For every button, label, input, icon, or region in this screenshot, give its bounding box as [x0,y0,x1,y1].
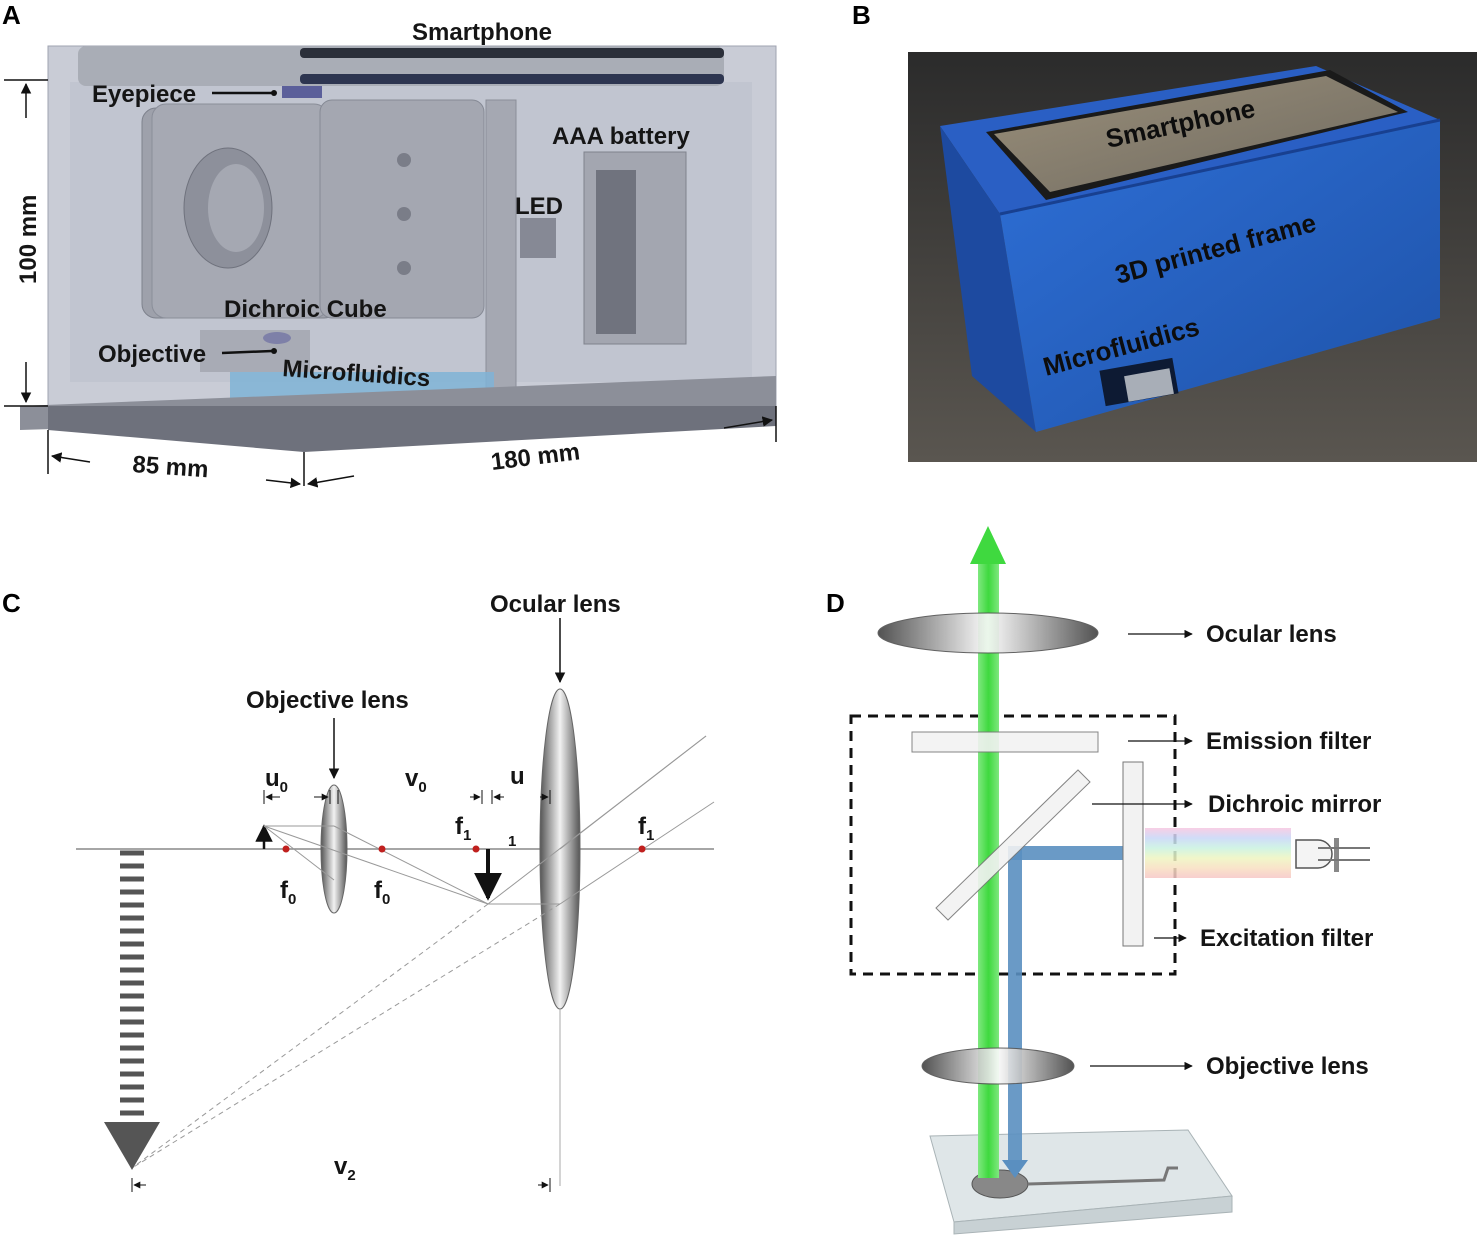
focal-point-f1-right [638,845,646,853]
objective-part [263,332,291,344]
label-dichroic-mirror: Dichroic mirror [1208,791,1381,818]
label-u0: u0 [265,765,288,796]
excitation-beam-arrowhead [1002,1160,1028,1178]
battery-cell [596,170,636,334]
label-excitation-filter: Excitation filter [1200,925,1373,952]
ray-lines [263,735,715,905]
panel-a: A Smartphone Eyepiece [2,0,777,489]
label-objective-lens-d: Objective lens [1206,1053,1369,1080]
led-post [485,99,517,391]
objective-leader [221,349,273,355]
dichroic-mirror-shape [935,769,1091,921]
panel-a-letter: A [2,0,21,30]
frame-left-face [940,126,1036,432]
label-dim-width: 180 mm [489,438,581,476]
dimension-arrows [133,793,549,1189]
label-f0-right: f0 [374,877,390,908]
label-smartphone: Smartphone [412,19,552,46]
eyepiece-part [282,86,322,98]
led-light-spectrum [1145,828,1291,878]
objective-lens-shape [320,784,348,914]
dim-depth-arrow-right [265,477,302,489]
focal-point-f0-left [282,845,290,853]
cube-hole [397,207,411,221]
excitation-filter-shape [1122,761,1144,947]
virtual-image-arrow [104,850,160,1170]
label-led: LED [515,193,563,220]
smartphone-edge [300,48,724,58]
panel-c-letter: C [2,588,21,618]
panel-d: D [826,526,1381,1235]
focal-point-f1-left [472,845,480,853]
microfluidics-chip-photo [1124,368,1174,402]
cube-port-inner [208,164,264,252]
label-f1-left: f1 [455,813,471,844]
ocular-lens-shape-d [877,612,1099,654]
label-u1-subscript: 1 [508,833,516,850]
excitation-beam-vertical [1008,846,1022,1164]
label-objective-lens: Objective lens [246,687,409,714]
label-dim-depth: 85 mm [132,451,210,483]
chip-side [953,1195,1233,1235]
focal-point-f0-right [378,845,386,853]
panel-c: C [2,588,715,1192]
dichroic-cube-outline [849,714,1177,976]
panel-b: B Smartphone 3D printed frame Microfluid… [852,0,1477,462]
smartphone-edge-lower [300,74,724,84]
led-icon [1295,838,1370,872]
label-pointers [1090,629,1193,1071]
label-v0: v0 [405,765,427,796]
chip-channel [1027,1166,1178,1186]
label-dichroic-cube: Dichroic Cube [224,296,387,323]
dimension-ticks [131,790,551,1192]
virtual-ray-lines [131,903,561,1169]
base-plate-side [48,406,776,452]
eyepiece-dot [271,90,277,96]
label-objective: Objective [98,341,206,368]
dim-width-arrow-right [723,416,774,429]
objective-dot [271,348,277,354]
dim-width-arrow-left [306,475,355,488]
dim-depth-arrow-left [50,452,91,463]
label-ocular-lens: Ocular lens [490,591,621,618]
label-emission-filter: Emission filter [1206,728,1371,755]
label-v2: v2 [334,1153,356,1184]
emission-filter-shape [911,731,1099,753]
emission-beam-arrowhead [970,526,1006,564]
label-f1-right: f1 [638,813,654,844]
label-eyepiece: Eyepiece [92,81,196,108]
label-ocular-lens-d: Ocular lens [1206,621,1337,648]
frame-front-face [1000,120,1440,432]
label-f0-left: f0 [280,877,296,908]
cube-hole [397,261,411,275]
excitation-beam-horizontal [1008,846,1124,860]
label-u1: u [510,763,525,790]
panel-d-letter: D [826,588,845,618]
led-part [520,218,556,258]
label-aaa-battery: AAA battery [552,123,690,150]
panel-b-letter: B [852,0,871,30]
phone-screen [994,76,1398,192]
objective-lens-shape-d [921,1047,1075,1085]
label-dim-height: 100 mm [15,195,42,284]
frame-edge [999,118,1441,216]
cube-hole [397,153,411,167]
